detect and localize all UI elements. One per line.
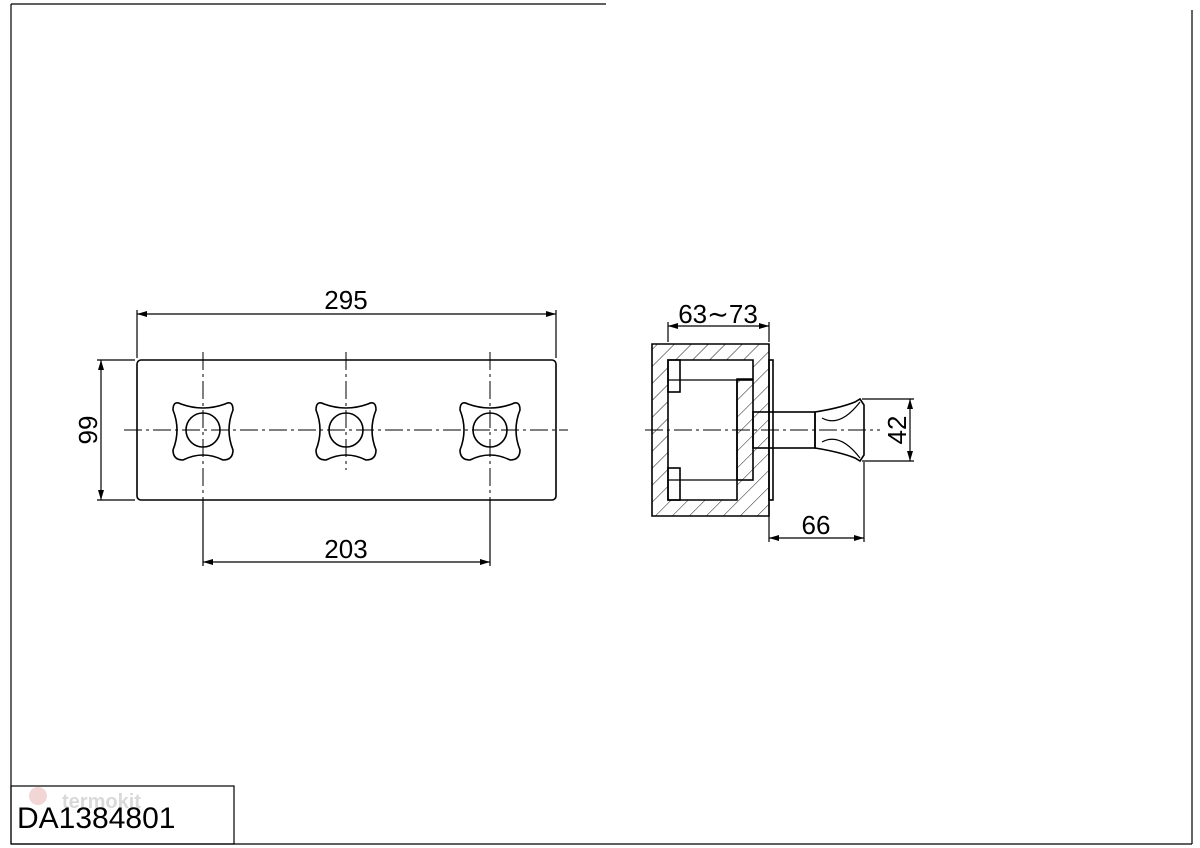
drawing-code: DA1384801	[17, 802, 175, 835]
dimension-wall-depth: 63∼73	[667, 299, 770, 342]
watermark-logo-icon	[29, 787, 47, 805]
dimension-handle-spacing: 203	[202, 500, 491, 566]
dimension-label-99: 99	[73, 416, 103, 445]
watermark-text: termokit	[62, 791, 141, 813]
dimension-label-66: 66	[802, 510, 831, 540]
handle-left	[172, 402, 234, 461]
dimension-label-42: 42	[882, 416, 912, 445]
dimension-handle-projection: 66	[768, 462, 865, 542]
dimension-height: 99	[73, 359, 135, 501]
side-view: 63∼73 66 42	[645, 299, 914, 542]
handle-profile	[814, 397, 865, 463]
dimension-overall-width: 295	[136, 285, 557, 358]
dimension-label-63-73: 63∼73	[678, 299, 758, 329]
title-block: termokit DA1384801	[10, 785, 235, 845]
handle-center	[315, 402, 377, 461]
dimension-label-203: 203	[324, 534, 367, 564]
dimension-label-295: 295	[324, 285, 367, 315]
drawing-frame	[10, 3, 1193, 845]
handle-right	[459, 402, 521, 461]
front-view: 295 99 203	[73, 285, 568, 566]
dimension-handle-diameter: 42	[862, 398, 914, 462]
